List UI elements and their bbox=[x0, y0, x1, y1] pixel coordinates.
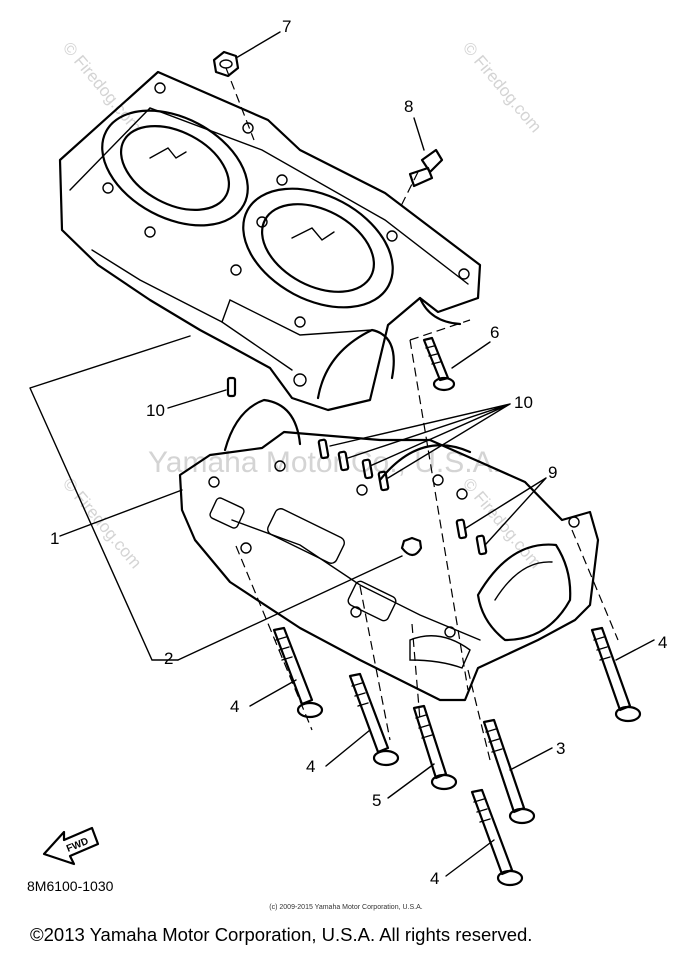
leader-lines bbox=[59, 31, 655, 877]
copyright-small: (c) 2009-2015 Yamaha Motor Corporation, … bbox=[269, 904, 423, 911]
dowel-pins bbox=[226, 376, 488, 556]
lower-crankcase bbox=[178, 398, 600, 702]
callout-4-d: 4 bbox=[658, 633, 667, 652]
callout-6: 6 bbox=[490, 323, 499, 342]
nut-7 bbox=[212, 50, 240, 78]
callout-4-a: 4 bbox=[230, 697, 239, 716]
callout-4-b: 4 bbox=[306, 757, 315, 776]
callout-5: 5 bbox=[372, 791, 381, 810]
bolt-4-a bbox=[272, 626, 324, 719]
stud-8 bbox=[408, 148, 444, 188]
bolt-4-b bbox=[348, 672, 400, 767]
callout-2: 2 bbox=[164, 649, 173, 668]
watermark-main: Yamaha Motor Co., U.S.A. bbox=[148, 446, 501, 479]
watermark-site-bottom-left: © Firedog.com bbox=[59, 474, 145, 572]
bolt-3 bbox=[482, 718, 536, 825]
copyright-main: ©2013 Yamaha Motor Corporation, U.S.A. A… bbox=[30, 924, 533, 945]
diagram-id: 8M6100-1030 bbox=[27, 878, 114, 894]
callout-8: 8 bbox=[404, 97, 413, 116]
callout-3: 3 bbox=[556, 739, 565, 758]
part-1-bracket bbox=[29, 335, 191, 661]
watermarks: Yamaha Motor Co., U.S.A. © Firedog.com ©… bbox=[59, 38, 545, 572]
assembly-lines bbox=[225, 67, 619, 761]
fwd-arrow: FWD bbox=[42, 826, 100, 866]
bolt-5 bbox=[412, 704, 458, 791]
bolt-4-c bbox=[470, 788, 524, 887]
watermark-site-top-right: © Firedog.com bbox=[459, 38, 545, 136]
callout-4-c: 4 bbox=[430, 869, 439, 888]
callout-1: 1 bbox=[50, 529, 59, 548]
callout-7: 7 bbox=[282, 17, 291, 36]
bolt-4-d bbox=[590, 626, 642, 723]
callout-9: 9 bbox=[548, 463, 557, 482]
bolts-bottom bbox=[272, 626, 642, 887]
callout-10-left: 10 bbox=[146, 401, 165, 420]
bolt-6 bbox=[422, 336, 456, 392]
callouts: 7 8 6 10 10 9 1 2 4 4 4 5 3 4 bbox=[50, 17, 667, 888]
callout-10-right: 10 bbox=[514, 393, 533, 412]
